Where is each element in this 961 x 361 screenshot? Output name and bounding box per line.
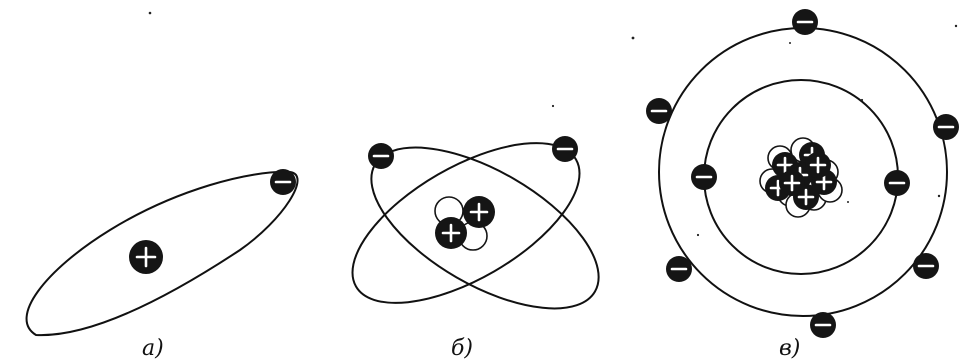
electron	[913, 253, 939, 279]
electron	[666, 256, 692, 282]
proton	[463, 196, 495, 228]
electron	[691, 164, 717, 190]
caption-c: в)	[779, 336, 801, 361]
proton	[805, 152, 831, 178]
electron	[810, 312, 836, 338]
electron	[368, 143, 394, 169]
electron	[792, 9, 818, 35]
caption-a: а)	[142, 336, 164, 361]
nucleus-c	[759, 137, 843, 218]
orbit-b-2	[351, 142, 581, 304]
atom-a-hydrogen	[25, 169, 299, 337]
electron	[646, 98, 672, 124]
proton	[129, 240, 163, 274]
proton	[435, 217, 467, 249]
nucleus-a	[129, 240, 163, 274]
caption-b: б)	[451, 336, 474, 361]
electron	[552, 136, 578, 162]
electron	[884, 170, 910, 196]
atom-b-helium	[351, 136, 600, 310]
proton	[779, 170, 805, 196]
print-specks	[148, 11, 958, 237]
electron	[933, 114, 959, 140]
nucleus-b	[434, 196, 495, 251]
electron	[270, 169, 296, 195]
atom-c-oxygen	[646, 9, 959, 338]
